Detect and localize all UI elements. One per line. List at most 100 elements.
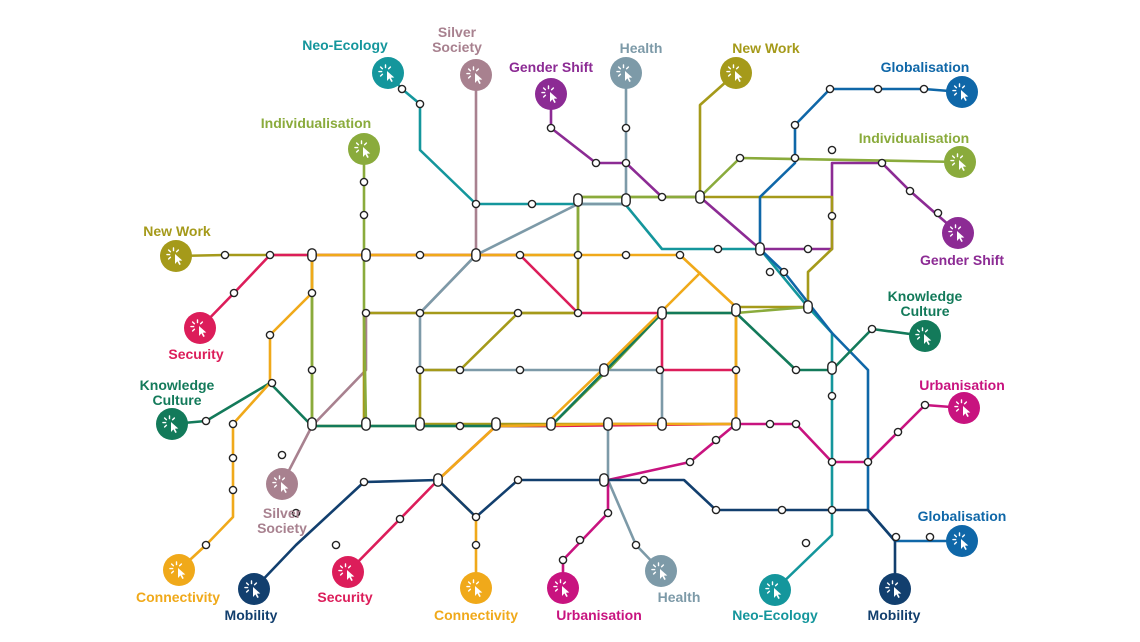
terminal-label-individualisation-left: Individualisation xyxy=(260,115,372,131)
interchange-station xyxy=(599,473,609,487)
cursor-click-icon xyxy=(765,581,782,599)
station-stop xyxy=(307,288,317,298)
station-stop xyxy=(228,485,238,495)
cursor-click-icon xyxy=(466,66,483,84)
station-stop xyxy=(925,532,935,542)
station-stop xyxy=(827,211,837,221)
route-line-connectivity-12 xyxy=(177,253,738,590)
station-stop xyxy=(573,308,583,318)
station-stop xyxy=(827,505,837,515)
station-stop xyxy=(267,378,277,388)
terminal-button-individualisation-right[interactable] xyxy=(944,146,976,178)
terminal-button-urbanisation-bottom[interactable] xyxy=(547,572,579,604)
terminal-button-gender-shift-right[interactable] xyxy=(942,217,974,249)
terminal-button-globalisation-right-bottom[interactable] xyxy=(946,525,978,557)
station-stop xyxy=(827,457,837,467)
station-stop xyxy=(228,453,238,463)
terminal-button-mobility-left[interactable] xyxy=(238,573,270,605)
route-line-urbanisation-10 xyxy=(561,403,966,590)
terminal-label-neo-ecology-top: Neo-Ecology xyxy=(302,37,388,53)
cursor-click-icon xyxy=(952,532,969,550)
station-stop xyxy=(515,250,525,260)
terminal-button-security-left[interactable] xyxy=(184,312,216,344)
interchange-station xyxy=(307,248,317,262)
terminal-button-security-bottom[interactable] xyxy=(332,556,364,588)
route-line-gender-shift-2 xyxy=(549,92,960,251)
station-stop xyxy=(777,505,787,515)
terminal-button-neo-ecology-bottom[interactable] xyxy=(759,574,791,606)
cursor-click-icon xyxy=(541,85,558,103)
terminal-label-security-left: Security xyxy=(168,346,224,362)
interchange-station xyxy=(491,417,501,431)
station-stop xyxy=(867,324,877,334)
terminal-button-new-work-top[interactable] xyxy=(720,57,752,89)
terminal-button-mobility-right[interactable] xyxy=(879,573,911,605)
terminal-button-gender-shift-top[interactable] xyxy=(535,78,567,110)
cursor-click-icon xyxy=(244,580,261,598)
station-stop xyxy=(359,477,369,487)
terminal-button-health-top[interactable] xyxy=(610,57,642,89)
station-stop xyxy=(779,267,789,277)
station-stop xyxy=(277,450,287,460)
station-stop xyxy=(675,250,685,260)
terminal-label-new-work-left: New Work xyxy=(143,223,211,239)
station-stop xyxy=(731,365,741,375)
terminal-button-urbanisation-right[interactable] xyxy=(948,392,980,424)
station-stop xyxy=(228,419,238,429)
station-stop xyxy=(877,158,887,168)
interchange-station xyxy=(546,417,556,431)
terminal-button-silver-society-bottom[interactable] xyxy=(266,468,298,500)
station-stop xyxy=(395,514,405,524)
terminal-button-silver-society-top[interactable] xyxy=(460,59,492,91)
cursor-click-icon xyxy=(378,64,395,82)
terminal-button-globalisation-right-top[interactable] xyxy=(946,76,978,108)
terminal-button-knowledge-culture-right[interactable] xyxy=(909,320,941,352)
terminal-label-gender-shift-right: Gender Shift xyxy=(919,252,1005,268)
interchange-station xyxy=(657,417,667,431)
station-stop xyxy=(713,244,723,254)
station-stop xyxy=(397,84,407,94)
cursor-click-icon xyxy=(162,415,179,433)
station-stop xyxy=(631,540,641,550)
terminal-label-mobility-left: Mobility xyxy=(224,607,278,623)
stations xyxy=(201,84,943,565)
cursor-click-icon xyxy=(466,579,483,597)
interchange-station xyxy=(307,417,317,431)
terminal-label-mobility-right: Mobility xyxy=(867,607,921,623)
station-stop xyxy=(573,250,583,260)
station-stop xyxy=(891,532,901,542)
interchange-station xyxy=(731,417,741,431)
cursor-click-icon xyxy=(952,83,969,101)
cursor-click-icon xyxy=(272,475,289,493)
station-stop xyxy=(801,538,811,548)
station-stop xyxy=(455,421,465,431)
cursor-click-icon xyxy=(190,319,207,337)
station-stop xyxy=(201,416,211,426)
interchange-station xyxy=(803,300,813,314)
route-line-connectivity-13 xyxy=(548,271,702,422)
station-stop xyxy=(685,457,695,467)
station-stop xyxy=(765,267,775,277)
terminal-button-individualisation-left[interactable] xyxy=(348,133,380,165)
interchange-station xyxy=(471,248,481,262)
station-stop xyxy=(765,419,775,429)
terminal-button-connectivity-bottom[interactable] xyxy=(460,572,492,604)
terminal-button-knowledge-culture-left[interactable] xyxy=(156,408,188,440)
terminal-button-connectivity-left[interactable] xyxy=(163,554,195,586)
station-stop xyxy=(471,512,481,522)
station-stop xyxy=(415,250,425,260)
cursor-click-icon xyxy=(651,562,668,580)
terminal-button-neo-ecology-top[interactable] xyxy=(372,57,404,89)
station-stop xyxy=(265,250,275,260)
cursor-click-icon xyxy=(553,579,570,597)
terminal-button-new-work-left[interactable] xyxy=(160,240,192,272)
terminal-label-connectivity-left: Connectivity xyxy=(135,589,221,605)
terminal-label-urbanisation-bottom: Urbanisation xyxy=(556,607,642,623)
interchange-station xyxy=(621,193,631,207)
cursor-click-icon xyxy=(950,153,967,171)
station-stop xyxy=(711,435,721,445)
terminal-button-health-bottom[interactable] xyxy=(645,555,677,587)
cursor-click-icon xyxy=(169,561,186,579)
